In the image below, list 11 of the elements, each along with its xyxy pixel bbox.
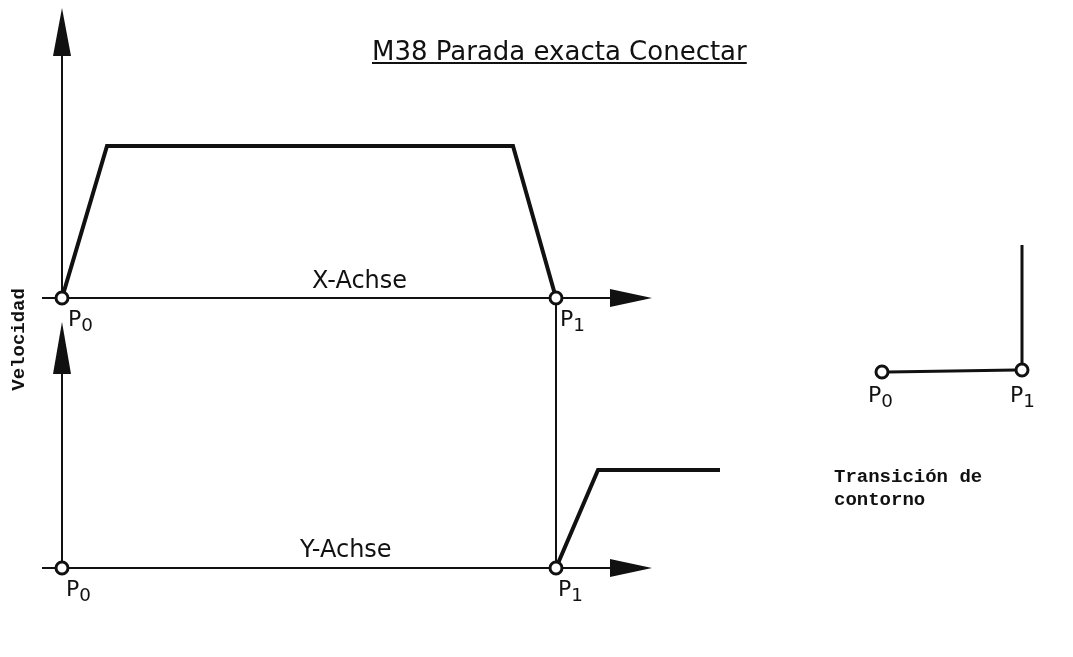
point-label: P$_{1}$ (558, 578, 583, 605)
axis-label: Y-Achse (300, 537, 392, 561)
point-label: P$_{0}$ (66, 578, 91, 605)
title: M38 Parada exacta Conectar (372, 38, 747, 64)
point-label: P$_{0}$ (68, 308, 93, 335)
axis-label: Velocidad (7, 288, 31, 391)
point-label: P$_{1}$ (1010, 384, 1035, 411)
caption-text: Transición de contorno (834, 466, 984, 512)
axis-label: X-Achse (312, 268, 408, 292)
point-label: P$_{1}$ (560, 308, 585, 335)
point-label: P$_{0}$ (868, 384, 893, 411)
